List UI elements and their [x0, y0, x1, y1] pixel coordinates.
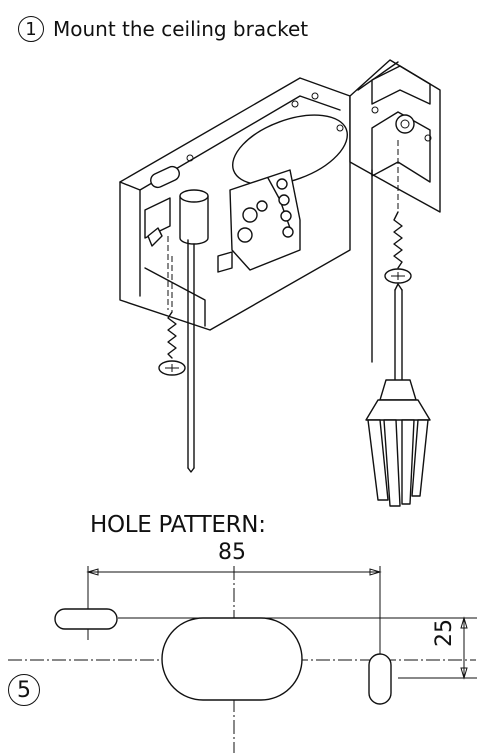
right-screw — [384, 140, 412, 284]
step-title: Mount the ceiling bracket — [53, 17, 309, 41]
hole-pattern-diagram — [8, 566, 477, 753]
terminal-block — [217, 169, 301, 273]
width-dimension-label: 85 — [218, 540, 246, 565]
page-number: 5 — [17, 677, 31, 703]
screwdriver-icon — [365, 169, 431, 507]
grounding-post — [147, 189, 209, 473]
height-dimension-label: 25 — [432, 619, 457, 647]
hole-pattern-title: HOLE PATTERN: — [90, 512, 266, 538]
left-screw — [158, 256, 186, 376]
step-number-badge: 1 — [18, 16, 44, 42]
page-number-badge: 5 — [8, 674, 40, 706]
step-header: 1 Mount the ceiling bracket — [18, 14, 308, 44]
step-number: 1 — [25, 18, 37, 40]
